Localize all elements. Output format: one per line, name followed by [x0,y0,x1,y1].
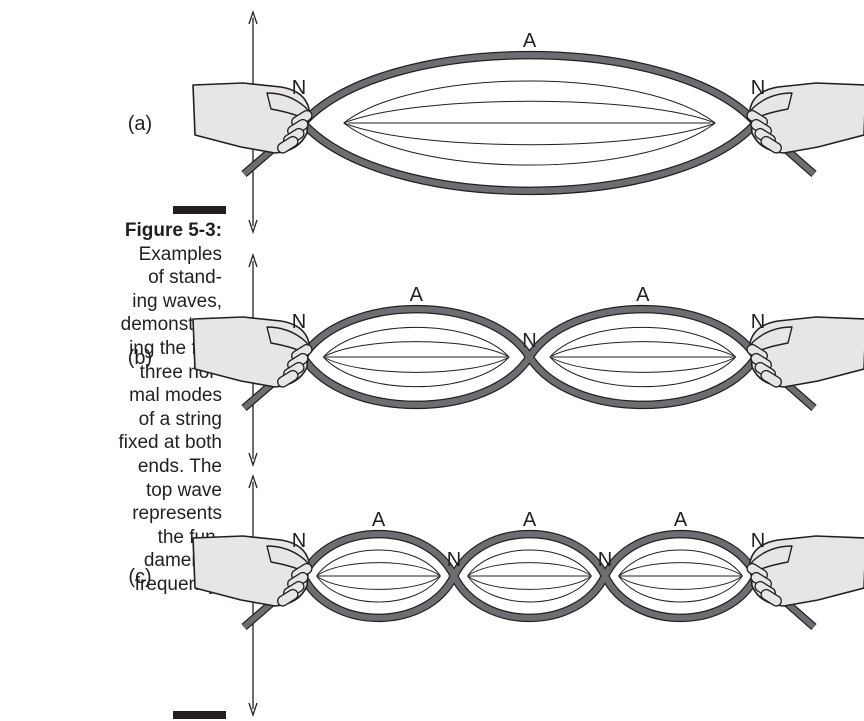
standing-wave-envelope [316,562,441,577]
standing-wave-envelope [467,575,592,603]
standing-wave-envelope [323,356,510,373]
caption-line: ing waves, [132,290,222,312]
right-hand-icon [746,316,864,388]
standing-wave-envelope [343,100,716,124]
panel-a: (a) N N A [128,9,864,235]
caption-line: top wave [145,479,222,501]
node-label: N [751,77,765,99]
hand-finger [277,135,299,154]
node-label: N [751,530,765,552]
hand-finger [760,369,782,388]
string-outline [299,120,760,196]
standing-wave-envelope [549,356,736,388]
antinode-label: A [410,284,424,306]
antinode-label: A [523,509,537,531]
caption-rule-bottom [173,711,226,719]
standing-wave-envelope [467,549,592,577]
caption-line: mal modes [129,385,222,407]
caption-line: of a string [138,408,222,430]
caption-line: fixed at both [118,432,222,454]
standing-wave-envelope [343,80,716,124]
string-outline [299,50,760,126]
vibrating-string [300,306,759,408]
arrow-down-icon [248,219,258,235]
left-hand-icon [192,316,313,388]
panel-b: (b) N N N A A [128,252,864,468]
panel-c: (c) N N N N A A A [128,473,864,718]
vibrating-string [300,120,759,194]
standing-wave-envelope [316,549,441,577]
antinode-label: A [674,509,688,531]
standing-wave-envelope [618,575,743,603]
standing-wave-envelope [618,575,743,590]
hand-finger [760,588,782,607]
node-label: N [751,311,765,333]
arrow-up-icon [248,252,258,268]
arrow-up-icon [248,9,258,25]
node-label: N [292,311,306,333]
arrow-up-icon [248,473,258,489]
caption-line: Examples [138,243,222,265]
standing-wave-envelope [549,341,736,358]
caption-rule-top [173,206,226,214]
panel-label: (a) [128,113,152,135]
standing-wave-envelope [467,562,592,577]
left-hand-icon [192,82,313,154]
standing-wave-envelope [618,562,743,577]
node-label: N [447,549,461,571]
arrow-down-icon [248,452,258,468]
hand-finger [277,369,299,388]
caption-line: represents [132,503,222,525]
hand-finger [277,588,299,607]
antinode-label: A [636,284,650,306]
vibrating-string [300,531,759,621]
vibrating-string [300,531,759,621]
standing-wave-envelope [323,341,510,358]
figure-label: Figure 5-3: [124,220,222,241]
caption-line: ends. The [137,455,222,477]
standing-wave-envelope [343,122,716,146]
standing-wave-envelope [343,122,716,166]
antinode-label: A [523,30,537,52]
standing-wave-envelope [467,575,592,590]
node-label: N [522,330,536,352]
panel-label: (b) [128,347,152,369]
standing-wave-envelope [549,356,736,373]
standing-wave-envelope [323,356,510,388]
right-hand-icon [746,535,864,607]
node-label: N [598,549,612,571]
arrow-down-icon [248,702,258,718]
node-label: N [292,77,306,99]
vibrating-string [300,52,759,126]
hand-finger [760,135,782,154]
panel-label: (c) [128,566,151,588]
standing-wave-envelope [618,549,743,577]
standing-wave-envelope [549,326,736,358]
left-hand-icon [192,535,313,607]
standing-wave-envelope [316,575,441,603]
node-label: N [292,530,306,552]
standing-wave-envelope [316,575,441,590]
antinode-label: A [372,509,386,531]
standing-wave-envelope [323,326,510,358]
caption-line: of stand- [148,267,222,289]
right-hand-icon [746,82,864,154]
